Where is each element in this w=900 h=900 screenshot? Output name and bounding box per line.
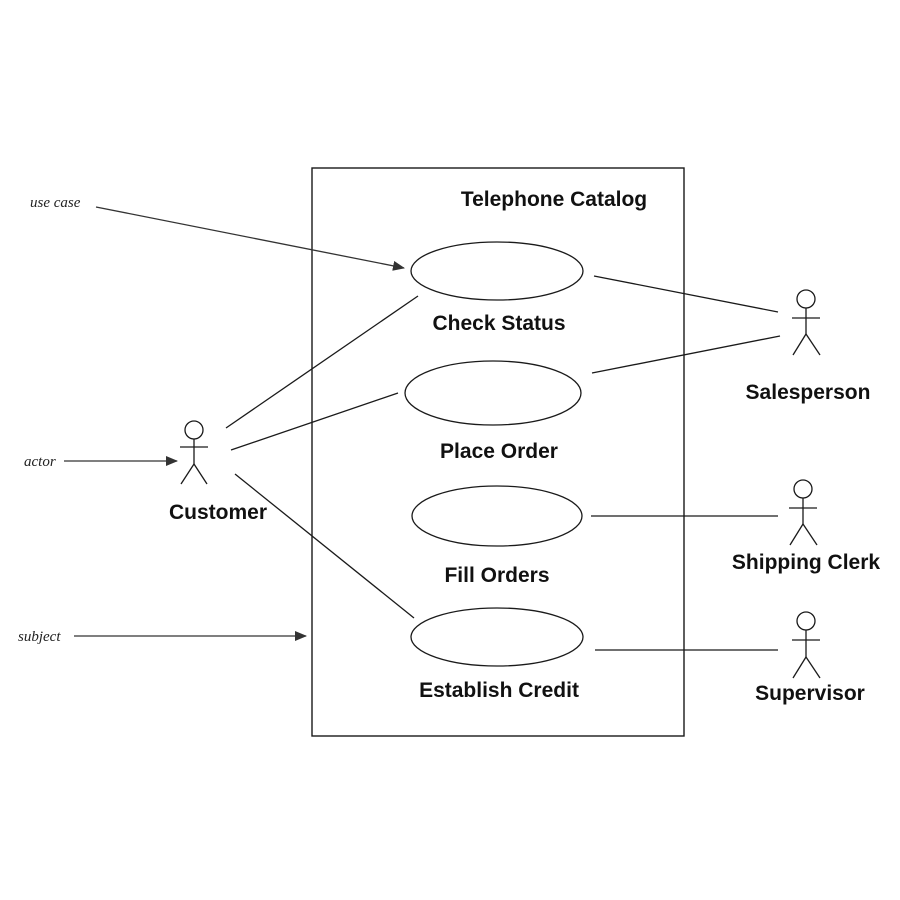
subject-title: Telephone Catalog	[461, 188, 647, 211]
association-customer-check-status	[225, 295, 419, 429]
use-case-label-establish-credit: Establish Credit	[419, 679, 579, 702]
annotation-actor: actor	[24, 454, 56, 470]
actor-label-salesperson: Salesperson	[746, 381, 871, 404]
annotation-use-case-arrow	[95, 206, 405, 271]
annotation-subject: subject	[18, 629, 61, 645]
use-case-label-check-status: Check Status	[432, 312, 565, 335]
use-case-fill-orders	[411, 485, 583, 547]
use-case-check-status	[410, 241, 584, 301]
association-customer-establish-credit	[234, 473, 415, 619]
use-case-label-place-order: Place Order	[440, 440, 558, 463]
actor-salesperson-icon	[792, 289, 821, 356]
association-salesperson-check-status	[593, 275, 779, 313]
association-salesperson-place-order	[591, 335, 781, 374]
use-case-establish-credit	[410, 607, 584, 667]
actor-label-customer: Customer	[169, 501, 267, 524]
actor-shipping-clerk-icon	[789, 479, 818, 546]
actor-customer-icon	[180, 420, 208, 485]
actor-label-supervisor: Supervisor	[755, 682, 865, 705]
association-customer-place-order	[230, 392, 399, 451]
actor-supervisor-icon	[792, 611, 821, 679]
subject-boundary	[311, 167, 685, 737]
use-case-place-order	[404, 360, 582, 426]
use-case-label-fill-orders: Fill Orders	[444, 564, 549, 587]
annotation-use-case: use case	[30, 195, 81, 211]
actor-label-shipping-clerk: Shipping Clerk	[732, 551, 881, 574]
